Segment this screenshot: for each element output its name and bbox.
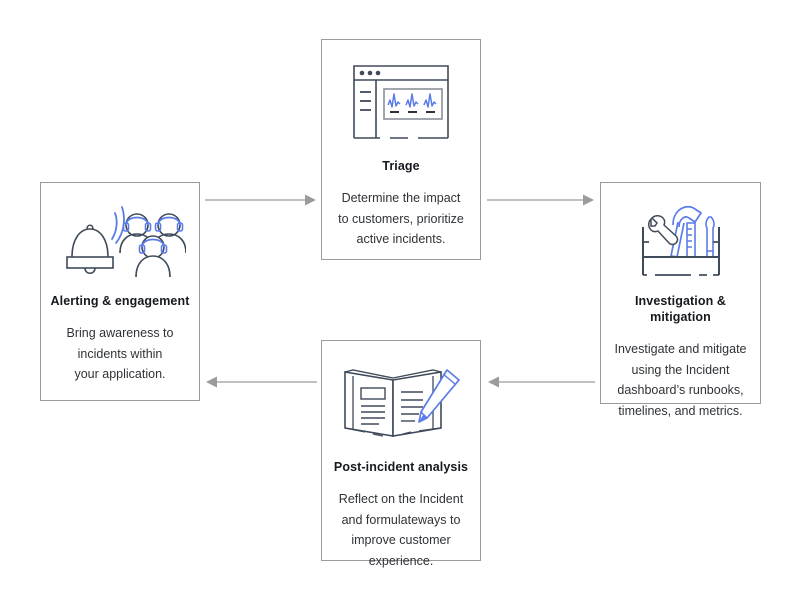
card-description: Bring awareness to incidents within your… [64,323,175,385]
card-post-incident-analysis: Post-incident analysis Reflect on the In… [321,340,481,568]
card-description-line: and formulateways to [341,512,461,527]
arrow-triage-to-investigation [487,190,595,215]
card-title: Post-incident analysis [333,460,469,474]
card-description-line: improve customer experience. [351,533,451,568]
card-alerting-engagement: Alerting & engagement Bring awareness to… [40,182,200,401]
arrow-post-incident-to-alerting [205,372,317,397]
card-description-line: your application. [74,367,166,381]
card-description: Determine the impact to customers, prior… [336,188,466,250]
card-description-line: using the Incident [631,362,730,377]
arrow-alerting-to-triage [205,190,317,215]
bell-and-people-icon [41,183,199,287]
card-title: Triage [382,159,420,173]
card-description: Investigate and mitigate using the Incid… [612,339,748,421]
card-title: Investigation & mitigation [634,294,727,324]
card-description-line: Determine the impact [341,191,461,205]
card-description-line: incidents within [77,346,163,361]
card-description: Reflect on the Incident and formulateway… [322,489,480,571]
card-description-line: Reflect on the Incident [338,492,464,506]
card-description-line: timelines, and metrics. [618,403,743,418]
card-investigation-mitigation: Investigation & mitigation Investigate a… [600,182,761,418]
toolbox-icon [601,183,760,287]
card-description-line: Investigate and mitigate [614,342,747,356]
card-description-line: active incidents. [356,232,446,246]
card-triage: Triage Determine the impact to customers… [321,39,481,260]
card-description-line: dashboard’s runbooks, [617,383,744,397]
book-and-pencil-icon [322,341,480,455]
dashboard-window-icon [322,40,480,154]
card-title: Alerting & engagement [50,294,190,308]
arrow-investigation-to-post-incident [487,372,595,397]
card-description-line: Bring awareness to [66,326,174,340]
card-description-line: to customers, prioritize [338,211,464,226]
